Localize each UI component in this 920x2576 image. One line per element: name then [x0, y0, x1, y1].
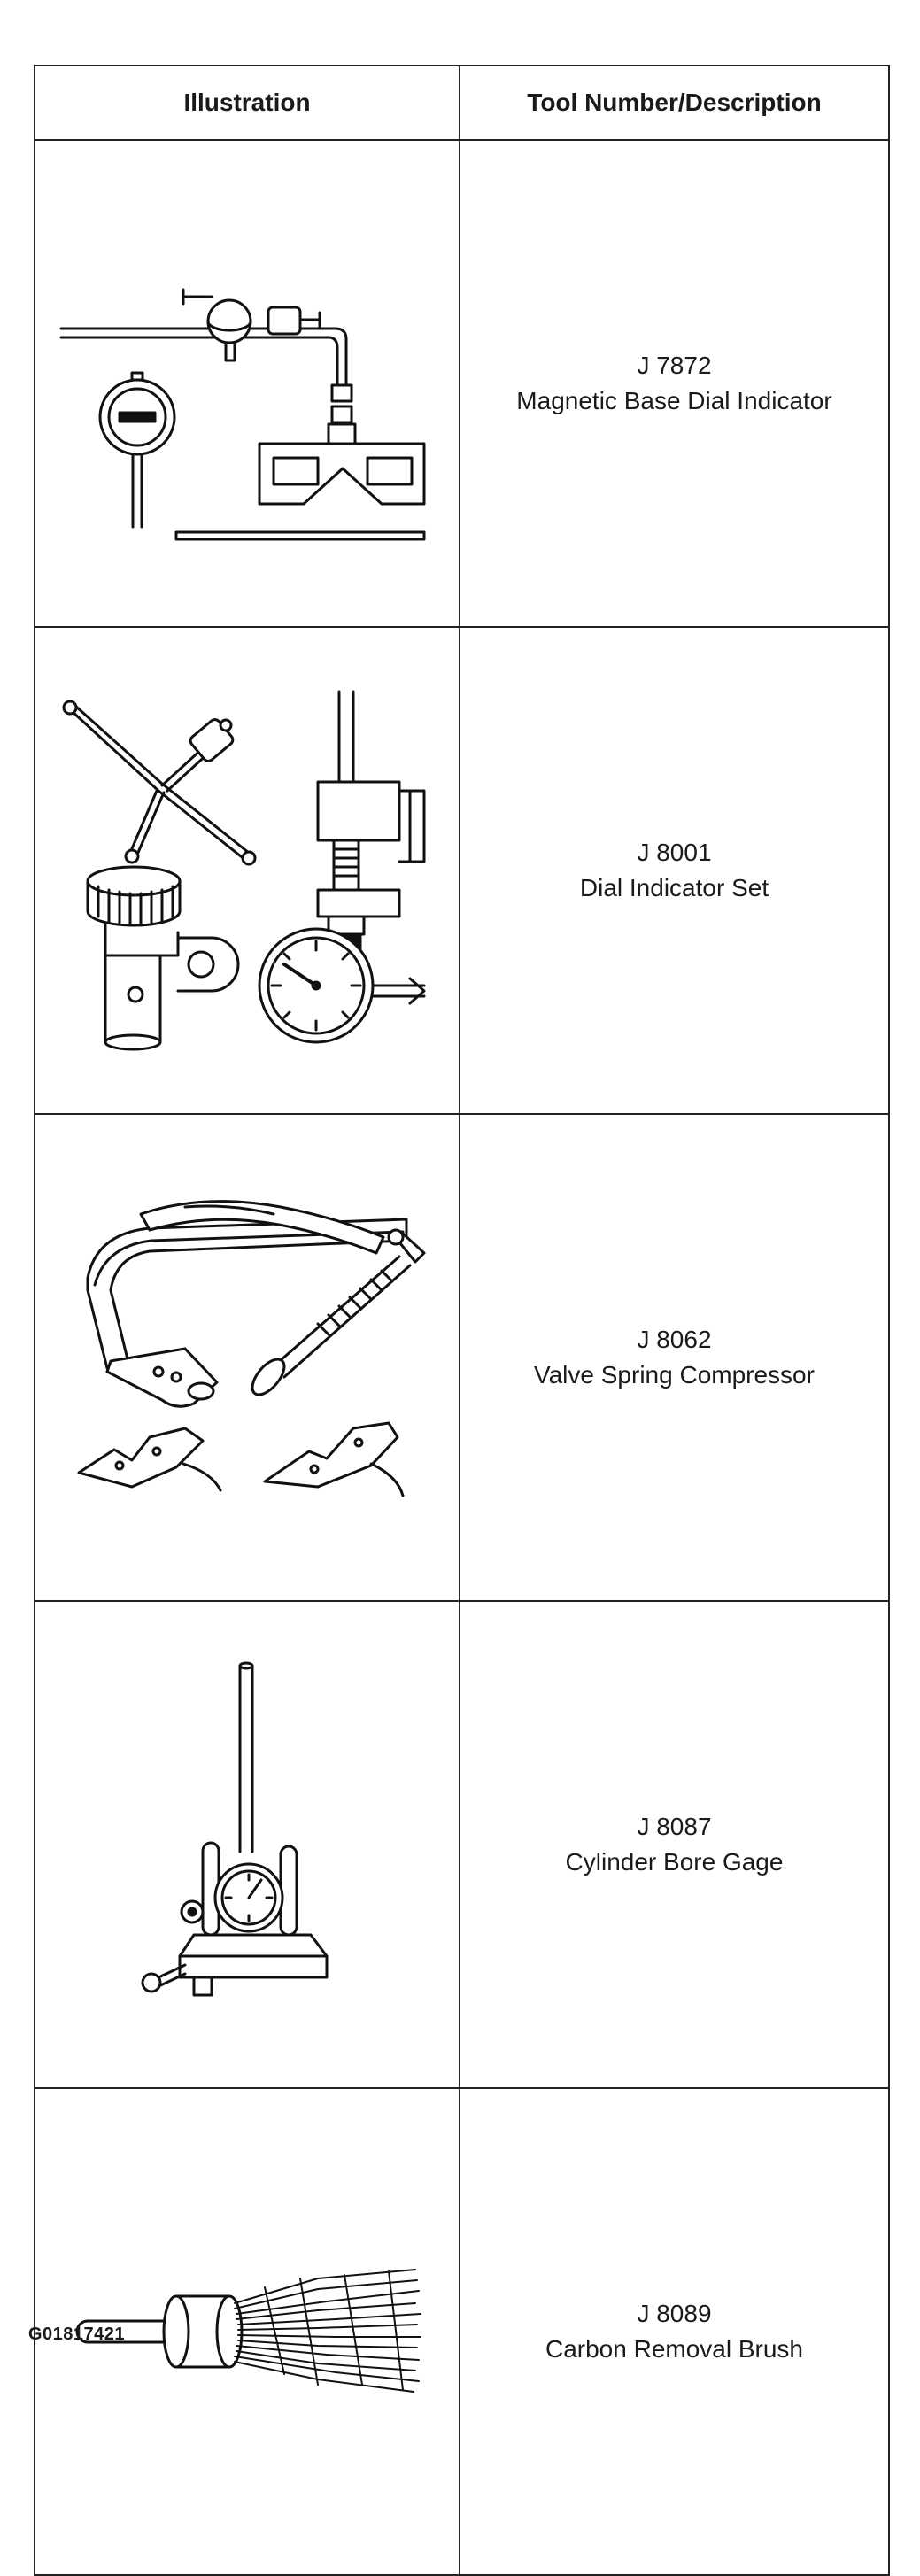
table-header-row: Illustration Tool Number/Description — [34, 65, 890, 141]
figure-code: G01817421 — [28, 2325, 126, 2344]
tool-description-cell: J 8089 Carbon Removal Brush — [459, 2087, 890, 2576]
illustration-cell — [34, 1113, 460, 1602]
table-row: J 8062 Valve Spring Compressor — [34, 1113, 890, 1602]
table-row: J 7872 Magnetic Base Dial Indicator — [34, 139, 890, 628]
tool-number: J 8001 — [637, 839, 712, 866]
illustration-column-header: Illustration — [34, 65, 460, 141]
tool-description: Dial Indicator Set — [579, 874, 769, 901]
magnetic-base-dial-indicator-icon — [52, 197, 442, 569]
tool-column-header: Tool Number/Description — [459, 65, 890, 141]
tool-description: Magnetic Base Dial Indicator — [516, 387, 832, 414]
table-row: J 8089 Carbon Removal Brush — [34, 2087, 890, 2576]
tool-number: J 7872 — [637, 352, 712, 379]
tool-description-cell: J 8087 Cylinder Bore Gage — [459, 1600, 890, 2089]
tool-description: Valve Spring Compressor — [534, 1361, 815, 1389]
tool-description: Cylinder Bore Gage — [565, 1848, 784, 1876]
tool-number: J 8089 — [637, 2300, 712, 2327]
illustration-cell — [34, 626, 460, 1115]
valve-spring-compressor-icon — [52, 1172, 442, 1543]
illustration-cell — [34, 1600, 460, 2089]
dial-indicator-set-icon — [52, 685, 442, 1056]
tool-description-cell: J 8062 Valve Spring Compressor — [459, 1113, 890, 1602]
special-tools-table: Illustration Tool Number/Description — [34, 65, 890, 2576]
tool-number: J 8062 — [637, 1326, 712, 1353]
tool-description-cell: J 8001 Dial Indicator Set — [459, 626, 890, 1115]
carbon-removal-brush-icon — [52, 2146, 442, 2518]
illustration-cell — [34, 139, 460, 628]
cylinder-bore-gage-icon — [52, 1659, 442, 2031]
table-row: J 8087 Cylinder Bore Gage — [34, 1600, 890, 2089]
tool-description: Carbon Removal Brush — [545, 2335, 804, 2363]
table-row: J 8001 Dial Indicator Set — [34, 626, 890, 1115]
tool-number: J 8087 — [637, 1813, 712, 1840]
tool-description-cell: J 7872 Magnetic Base Dial Indicator — [459, 139, 890, 628]
